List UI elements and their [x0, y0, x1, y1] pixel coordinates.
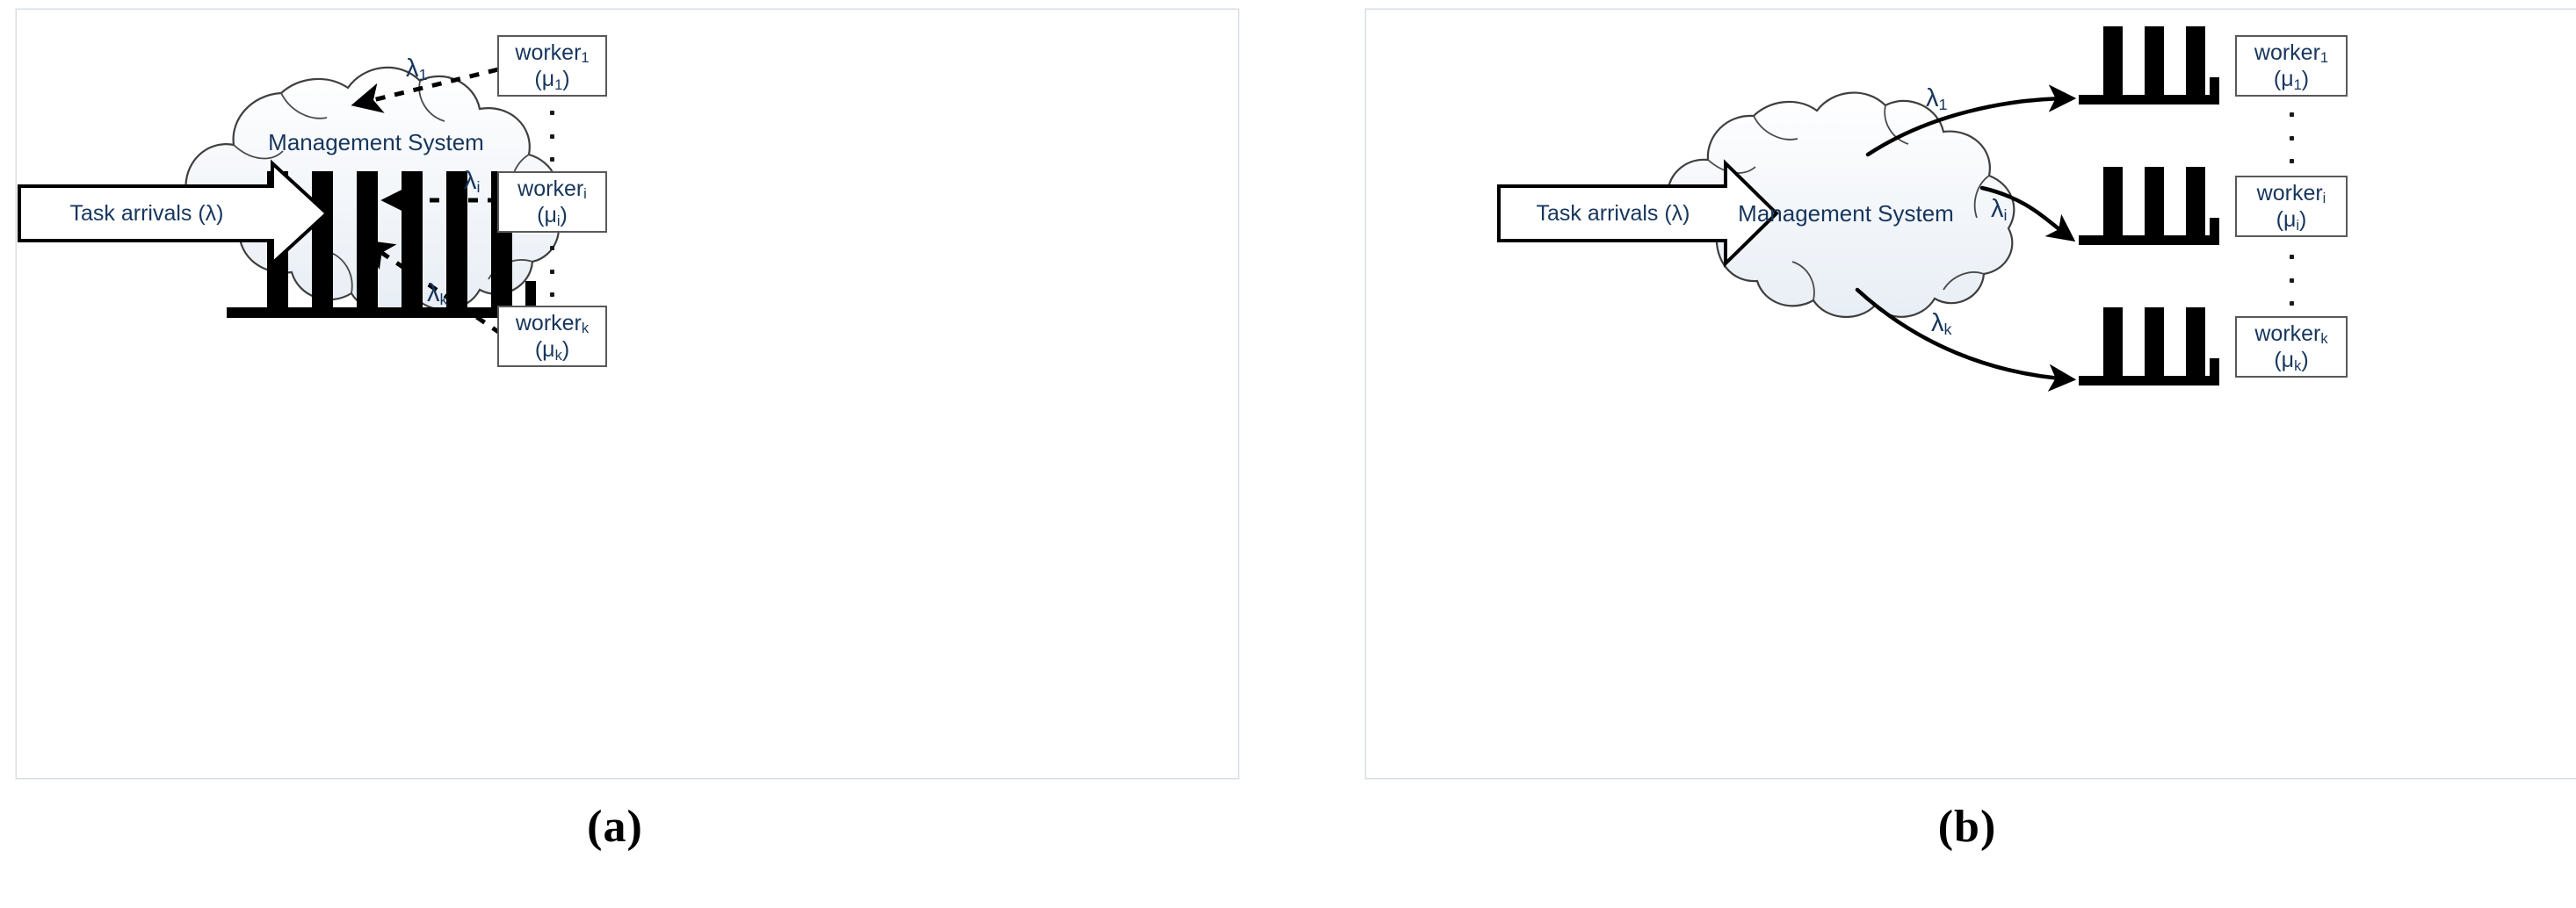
panel-b-caption: (b) — [1937, 802, 1997, 852]
worker-rate-1: (μ1) — [534, 67, 570, 93]
worker-name-1: worker1 — [2254, 40, 2329, 67]
task-arrivals-block: Task arrivals (λ) — [19, 186, 274, 241]
lambda-subscript: i — [476, 178, 481, 197]
lambda-symbol: λ — [406, 54, 419, 83]
lambda-label-i: λi — [464, 167, 481, 196]
worker-rate-i: (μi) — [2276, 207, 2307, 234]
lambda-symbol: λ — [427, 279, 440, 307]
worker-name-k: workerk — [2254, 321, 2328, 348]
lambda-symbol: λ — [464, 167, 477, 195]
task-arrivals-label: Task arrivals (λ) — [69, 200, 224, 226]
panel-b: Management System Task arrivals (λ) λ1 λ… — [1288, 0, 2576, 908]
cloud-label-a: Management System — [268, 129, 484, 155]
worker-box-i[interactable]: workeri (μi) — [2235, 176, 2348, 237]
worker-box-k[interactable]: workerk (μk) — [2235, 316, 2348, 378]
worker-name-i: workeri — [517, 176, 587, 203]
worker-box-1[interactable]: worker1 (μ1) — [2235, 35, 2348, 97]
lambda-symbol: λ — [1926, 84, 1939, 112]
worker-name-i: workeri — [2256, 180, 2326, 207]
panel-a-caption: (a) — [587, 802, 643, 852]
lambda-subscript: k — [439, 291, 448, 309]
cloud-label-b: Management System — [1738, 200, 1954, 227]
vertical-ellipsis-lower — [548, 246, 555, 297]
panel-a-border — [16, 9, 1239, 779]
lambda-label-i: λi — [1991, 195, 2008, 224]
lambda-subscript: i — [2003, 206, 2008, 225]
vertical-ellipsis-lower — [2288, 255, 2295, 306]
lambda-label-1: λ1 — [406, 54, 428, 83]
worker-box-1[interactable]: worker1 (μ1) — [497, 35, 607, 97]
task-arrivals-block: Task arrivals (λ) — [1499, 186, 1727, 241]
lambda-label-k: λk — [1931, 309, 1951, 338]
worker-box-i[interactable]: workeri (μi) — [497, 171, 607, 233]
worker-rate-1: (μ1) — [2273, 67, 2310, 93]
lambda-subscript: k — [1943, 321, 1952, 339]
worker-rate-k: (μk) — [2274, 348, 2309, 374]
lambda-symbol: λ — [1991, 195, 2004, 223]
vertical-ellipsis-upper — [2288, 112, 2295, 163]
worker-rate-i: (μi) — [537, 203, 568, 229]
task-arrivals-label: Task arrivals (λ) — [1536, 200, 1690, 226]
lambda-subscript: 1 — [1938, 96, 1948, 114]
worker-name-1: worker1 — [515, 40, 590, 67]
worker-rate-k: (μk) — [534, 337, 570, 364]
worker-name-k: workerk — [515, 310, 590, 337]
worker-box-k[interactable]: workerk (μk) — [497, 306, 607, 367]
panel-a: Management System Task arrivals (λ) λ1 λ… — [16, 9, 1239, 852]
vertical-ellipsis-upper — [548, 111, 555, 162]
lambda-symbol: λ — [1931, 309, 1944, 337]
lambda-subscript: 1 — [418, 66, 428, 84]
lambda-label-k: λk — [427, 279, 447, 308]
panel-b-border — [1365, 9, 2576, 779]
lambda-label-1: λ1 — [1926, 84, 1948, 113]
